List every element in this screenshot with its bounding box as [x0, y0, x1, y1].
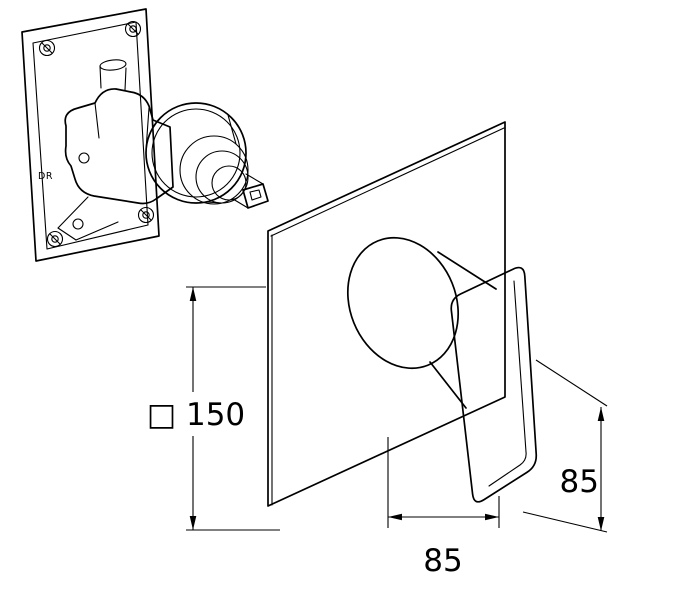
valve-body-marking: DR [38, 171, 53, 182]
spindle-side-line [245, 173, 264, 185]
trim-plate-edge [270, 127, 505, 237]
bracket-edge [57, 196, 89, 229]
square-spindle [232, 173, 269, 209]
screw-icon [137, 206, 155, 224]
cartridge-silhouette-line [227, 114, 237, 145]
screw-icon [46, 230, 64, 248]
cartridge-silhouette-line [205, 201, 222, 204]
wall-plate-inner [32, 21, 149, 250]
cartridge-ring [145, 102, 247, 204]
drawing-root: DR [21, 8, 608, 579]
cartridge-ring [179, 135, 249, 205]
inlet-tube-side [99, 65, 102, 89]
screw-slot [49, 233, 61, 245]
inlet-tube-side [124, 67, 127, 91]
handle-hub-base [346, 236, 460, 370]
wall-plate-outer [21, 8, 160, 262]
screw-head-inner [43, 44, 51, 52]
dimension-label-plate-size: □ 150 [147, 397, 245, 433]
rough-in-valve-unit: DR [21, 8, 269, 262]
screw-icon [38, 39, 56, 57]
spindle-side-line [232, 198, 249, 209]
valve-inlet-tube [99, 59, 127, 91]
valve-body-boss [78, 152, 90, 164]
bracket-hole [72, 218, 84, 230]
cartridge-ring [211, 165, 247, 201]
cartridge-ring [151, 108, 241, 198]
extension-line [522, 511, 608, 533]
screw-head [46, 230, 64, 248]
valve-body-detail-line [94, 102, 100, 139]
trim-plate [267, 121, 506, 507]
dimension-handle-length: 85 [522, 359, 608, 533]
handle-hub-cone-line [437, 251, 497, 290]
mounting-bracket [57, 196, 119, 241]
handle-lever [450, 266, 538, 503]
screw-head [137, 206, 155, 224]
screw-head-inner [142, 211, 150, 219]
spindle-broach [249, 189, 262, 201]
handle-lever-inner-edge [488, 280, 527, 487]
screw-icon [124, 20, 142, 38]
screw-slot [41, 42, 53, 54]
screw-slot [127, 23, 139, 35]
dimension-plate-size: □ 150 [147, 286, 280, 531]
dimension-width: 85 [387, 437, 500, 579]
screw-head-inner [129, 25, 137, 33]
dimension-label-handle-length: 85 [560, 464, 599, 500]
cartridge [145, 102, 249, 205]
screw-slot [140, 209, 152, 221]
screw-head [124, 20, 142, 38]
cartridge-ring [195, 150, 249, 204]
trim-plate-assembly [267, 121, 538, 507]
inlet-tube-opening [99, 59, 127, 71]
dimension-label-width: 85 [423, 543, 462, 579]
bracket-edge [75, 221, 119, 241]
handle-hub-cone-line [429, 361, 467, 409]
extension-line [535, 359, 608, 407]
screw-head-inner [51, 235, 59, 243]
screw-head [38, 39, 56, 57]
bracket-edge [57, 227, 77, 241]
spindle-face [242, 183, 269, 209]
